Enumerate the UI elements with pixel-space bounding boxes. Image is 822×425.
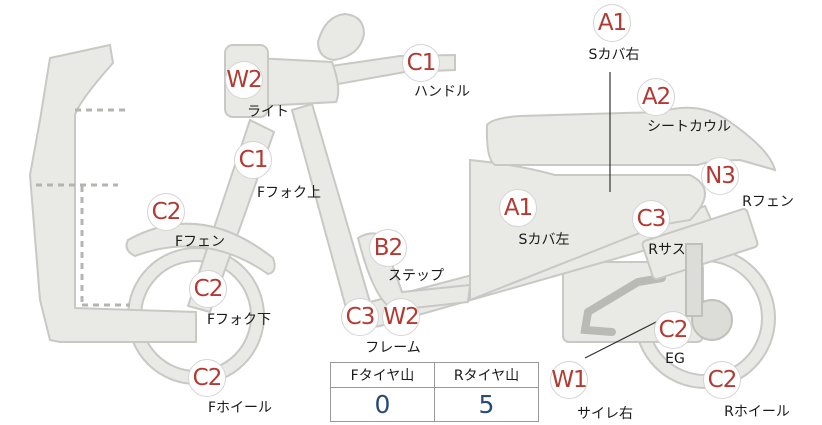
label-f-fender: Fフェン: [174, 234, 226, 250]
tread-value-rear: 5: [434, 387, 539, 422]
tread-value-row: 0 5: [330, 387, 539, 422]
grade-r-wheel: C2: [703, 361, 741, 399]
grade-f-fender: C2: [147, 193, 185, 231]
front-fender-shape: [125, 222, 276, 276]
tread-header-front: Fタイヤ山: [330, 362, 435, 388]
label-r-fender: Rフェン: [742, 194, 794, 210]
grade-step: B2: [369, 229, 407, 267]
grade-f-wheel: C2: [188, 359, 226, 397]
label-s-cover-right: Sカバ右: [588, 47, 640, 63]
grade-handle: C1: [402, 44, 440, 82]
label-fork-lower: Fフォク下: [206, 312, 272, 328]
label-f-wheel: Fホイール: [207, 400, 273, 416]
grade-engine: C2: [654, 311, 692, 349]
label-engine: EG: [665, 351, 685, 367]
leg-shield-dashes: [36, 108, 130, 307]
label-seat-cowl: シートカウル: [647, 119, 731, 135]
grade-light: W2: [225, 61, 263, 99]
label-s-cover-left: Sカバ左: [518, 232, 570, 248]
grade-s-cover-right: A1: [593, 4, 631, 42]
label-r-wheel: Rホイール: [724, 404, 790, 420]
grade-seat-cowl: A2: [637, 78, 675, 116]
label-silencer-right: サイレ右: [577, 406, 633, 422]
label-step: ステップ: [388, 268, 444, 284]
grade-frame: C3: [341, 298, 379, 336]
label-light: ライト: [247, 104, 289, 120]
grade-frame-w: W2: [382, 298, 420, 336]
tread-header-rear: Rタイヤ山: [434, 362, 539, 388]
grade-r-suspension: C3: [632, 200, 670, 238]
tire-tread-table: Fタイヤ山 Rタイヤ山 0 5: [330, 362, 539, 422]
grade-s-cover-left: A1: [499, 189, 537, 227]
grade-fork-upper: C1: [234, 141, 272, 179]
grade-fork-lower: C2: [189, 270, 227, 308]
grade-silencer-right: W1: [550, 361, 588, 399]
rear-suspension-shape: [641, 208, 759, 317]
leader-line-silencer: [584, 319, 661, 359]
tread-value-front: 0: [330, 387, 435, 422]
label-handle: ハンドル: [414, 84, 470, 100]
label-fork-upper: Fフォク上: [256, 185, 322, 201]
label-r-suspension: Rサス: [648, 242, 686, 258]
label-frame: フレーム: [365, 340, 421, 356]
seat-shape: [485, 106, 777, 172]
mirror-shape: [316, 12, 366, 62]
tread-header-row: Fタイヤ山 Rタイヤ山: [330, 362, 539, 388]
grade-r-fender: N3: [701, 157, 739, 195]
